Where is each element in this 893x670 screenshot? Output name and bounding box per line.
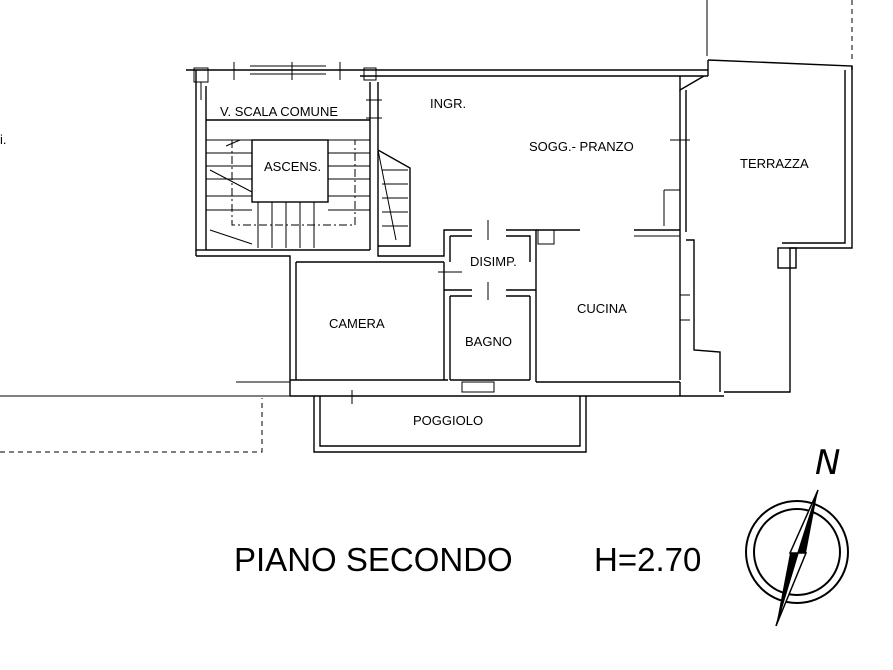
- outer-context-lines: [0, 0, 853, 453]
- room-label-terrazza: TERRAZZA: [740, 156, 809, 171]
- interior-walls: [195, 220, 680, 404]
- room-label-camera: CAMERA: [329, 316, 385, 331]
- room-label-bagno: BAGNO: [465, 334, 512, 349]
- balcony-outline: [313, 396, 587, 453]
- room-label-disimpegno: DISIMP.: [470, 254, 517, 269]
- room-label-ascensore: ASCENS.: [264, 159, 321, 174]
- floor-title: PIANO SECONDO: [234, 541, 513, 578]
- floor-height: H=2.70: [594, 541, 701, 578]
- compass-north-label: N: [815, 443, 840, 483]
- room-label-soggiorno: SOGG.- PRANZO: [529, 139, 634, 154]
- exterior-walls: [186, 59, 853, 397]
- room-label-scala: V. SCALA COMUNE: [220, 104, 338, 119]
- stair-core: [193, 62, 411, 251]
- edge-text-fragment: i.: [0, 132, 7, 147]
- room-label-ingresso: INGR.: [430, 96, 466, 111]
- room-label-poggiolo: POGGIOLO: [413, 413, 483, 428]
- room-label-cucina: CUCINA: [577, 301, 627, 316]
- north-compass-icon: [745, 489, 849, 627]
